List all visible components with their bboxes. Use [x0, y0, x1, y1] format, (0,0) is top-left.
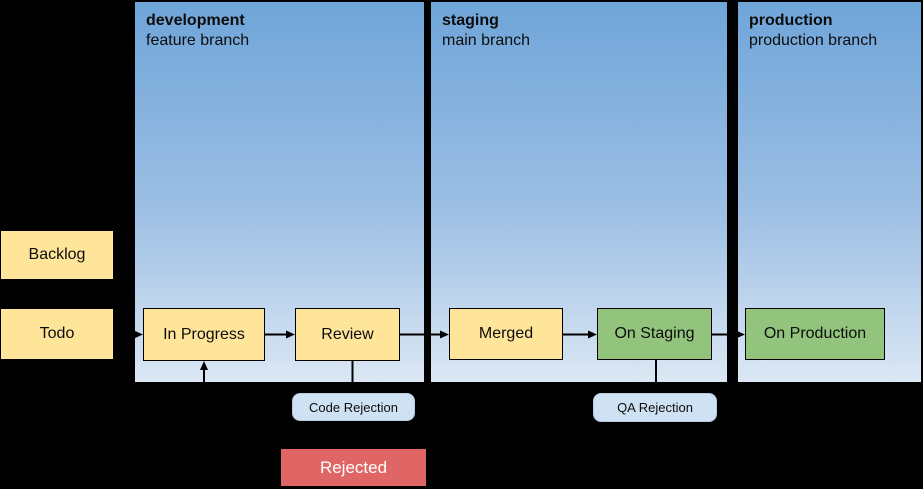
swimlane-development-subtitle: feature branch	[146, 32, 250, 49]
arrowhead-right-icon	[588, 330, 597, 339]
arrowhead-right-icon	[134, 330, 143, 339]
node-todo: Todo	[0, 308, 114, 360]
swimlane-development-title: development	[146, 12, 245, 29]
edge-label-code-rejection: Code Rejection	[292, 393, 415, 421]
swimlane-staging-title: staging	[442, 12, 499, 29]
node-in-progress: In Progress	[143, 308, 265, 361]
node-merged: Merged	[449, 308, 563, 360]
arrowhead-right-icon	[440, 330, 449, 339]
arrowhead-right-icon	[286, 330, 295, 339]
edge-label-qa-rejection: QA Rejection	[593, 393, 717, 422]
node-on-production: On Production	[745, 308, 885, 360]
node-backlog: Backlog	[0, 230, 114, 280]
arrowhead-right-icon	[736, 330, 745, 339]
node-rejected: Rejected	[281, 449, 426, 486]
node-review: Review	[295, 308, 400, 361]
swimlane-staging-subtitle: main branch	[442, 32, 531, 49]
node-on-staging: On Staging	[597, 308, 712, 360]
swimlane-production-title: production	[749, 12, 833, 29]
arrowhead-up-icon	[200, 361, 208, 370]
swimlane-production-subtitle: production branch	[749, 32, 878, 49]
